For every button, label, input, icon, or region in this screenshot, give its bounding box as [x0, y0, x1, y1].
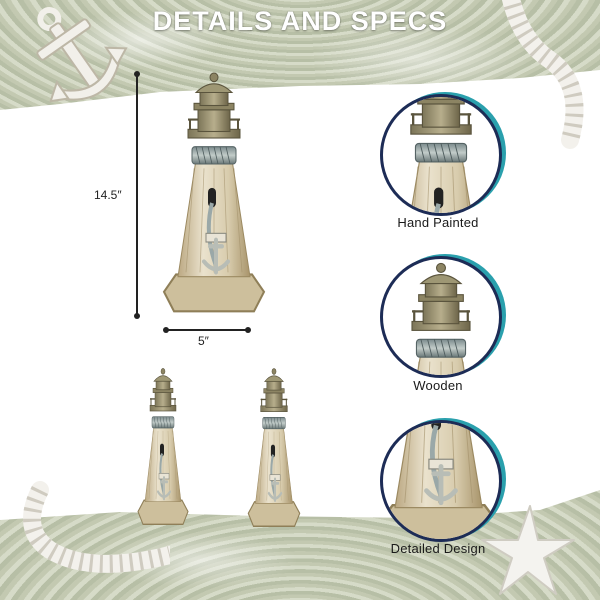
page-title: DETAILS AND SPECS: [152, 6, 448, 36]
feature-label-hand-painted: Hand Painted: [397, 215, 479, 230]
hand-painted-detail-circle: [380, 94, 502, 216]
anchor-icon: [36, 7, 128, 103]
width-dimension-left-dot: [163, 327, 169, 333]
lighthouse-main-image: [144, 60, 284, 320]
wooden-detail-circle: [380, 256, 502, 378]
width-dimension-line: [166, 329, 248, 331]
anchor-detail-closeup-icon: [383, 423, 499, 539]
lighthouse-side-image: [246, 367, 302, 528]
detailed-design-detail-circle: [380, 420, 502, 542]
feature-label-wooden: Wooden: [413, 378, 463, 393]
height-dimension-top-dot: [134, 71, 140, 77]
lantern-top-closeup-icon: [383, 259, 499, 375]
rope-coil-icon-bottom: [23, 481, 170, 573]
feature-label-detailed-design: Detailed Design: [390, 541, 486, 556]
height-dimension-line: [136, 74, 138, 316]
height-label: 14.5″: [94, 188, 122, 202]
height-dimension-bottom-dot: [134, 313, 140, 319]
rope-coil-icon: [501, 0, 584, 149]
width-dimension-right-dot: [245, 327, 251, 333]
starfish-icon: [481, 505, 575, 595]
lighthouse-front-image: [136, 367, 190, 526]
width-label: 5″: [198, 334, 209, 348]
painted-band-closeup-icon: [383, 97, 499, 213]
